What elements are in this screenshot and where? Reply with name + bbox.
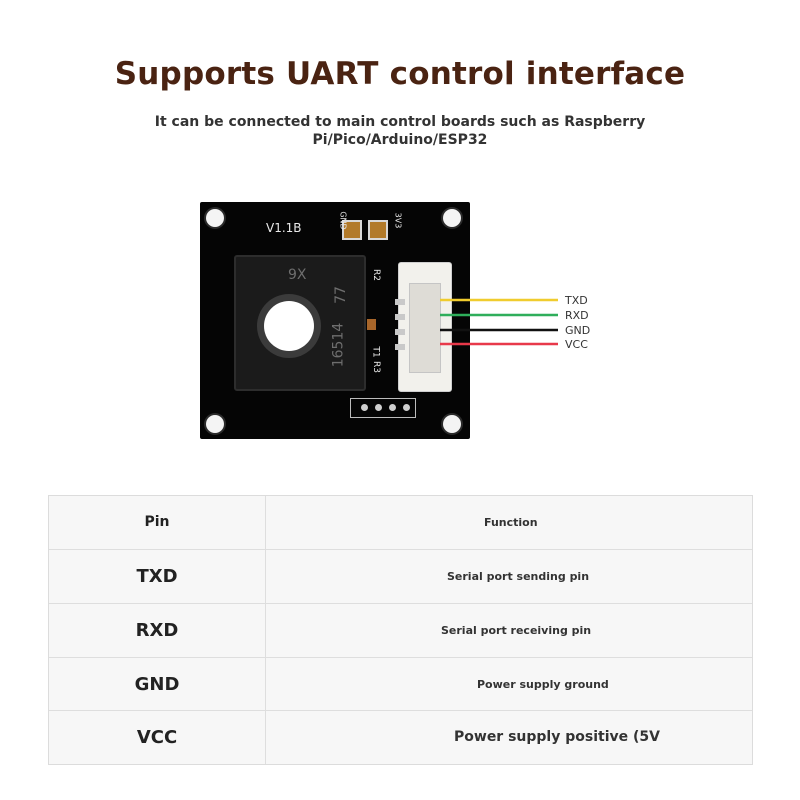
pin-header-4 xyxy=(350,398,416,418)
pcb-board: V1.1B GND 3V3 9X 77 16514 R2 R3 T1 xyxy=(200,202,470,439)
wire-label-gnd: GND xyxy=(565,324,591,337)
wire-label-txd: TXD xyxy=(565,294,588,307)
pin-column-header: Pin xyxy=(49,496,266,549)
page-title: Supports UART control interface xyxy=(114,56,686,92)
table-row: RXD Serial port receiving pin xyxy=(49,603,752,657)
mounting-hole-top-right xyxy=(443,209,461,227)
pin-cell: RXD xyxy=(49,604,266,657)
table-row: GND Power supply ground xyxy=(49,657,752,711)
board-version-label: V1.1B xyxy=(266,221,302,235)
pin-function-table: Pin Function TXD Serial port sending pin… xyxy=(48,495,753,765)
sensor-marking-9x: 9X xyxy=(288,267,307,283)
function-cell: Power supply positive (5V xyxy=(454,729,660,745)
connector-pin xyxy=(395,329,405,335)
connector-pin xyxy=(395,344,405,350)
header-pin xyxy=(389,404,396,411)
pin-cell: VCC xyxy=(49,711,266,764)
mounting-hole-bottom-right xyxy=(443,415,461,433)
mounting-hole-bottom-left xyxy=(206,415,224,433)
3v3-pad xyxy=(368,220,388,240)
function-cell: Serial port sending pin xyxy=(447,570,590,583)
sensor-module: 9X 77 16514 xyxy=(234,255,366,391)
wire-label-rxd: RXD xyxy=(565,309,589,322)
function-cell: Serial port receiving pin xyxy=(441,624,592,637)
connector-housing xyxy=(409,283,441,373)
sensor-aperture xyxy=(264,301,314,351)
header-pin xyxy=(375,404,382,411)
header-pin xyxy=(403,404,410,411)
function-column-header: Function xyxy=(484,516,538,529)
wire-label-vcc: VCC xyxy=(565,338,588,351)
table-row: TXD Serial port sending pin xyxy=(49,549,752,603)
pin-cell: GND xyxy=(49,658,266,711)
jst-connector xyxy=(395,262,452,392)
gnd-pad xyxy=(342,220,362,240)
subtitle-line-2: Pi/Pico/Arduino/ESP32 xyxy=(312,132,488,148)
connector-pin xyxy=(395,299,405,305)
wire-lines xyxy=(440,298,558,346)
page-subtitle: It can be connected to main control boar… xyxy=(150,113,650,149)
mounting-hole-top-left xyxy=(206,209,224,227)
uart-module-illustration: V1.1B GND 3V3 9X 77 16514 R2 R3 T1 xyxy=(190,195,600,450)
pin-cell: TXD xyxy=(49,550,266,603)
table-header-row: Pin Function xyxy=(49,496,752,549)
function-cell: Power supply ground xyxy=(477,678,609,691)
table-row: VCC Power supply positive (5V xyxy=(49,710,752,764)
connector-pin xyxy=(395,314,405,320)
smd-component xyxy=(367,319,376,330)
header-pin xyxy=(361,404,368,411)
subtitle-line-1: It can be connected to main control boar… xyxy=(154,114,646,130)
